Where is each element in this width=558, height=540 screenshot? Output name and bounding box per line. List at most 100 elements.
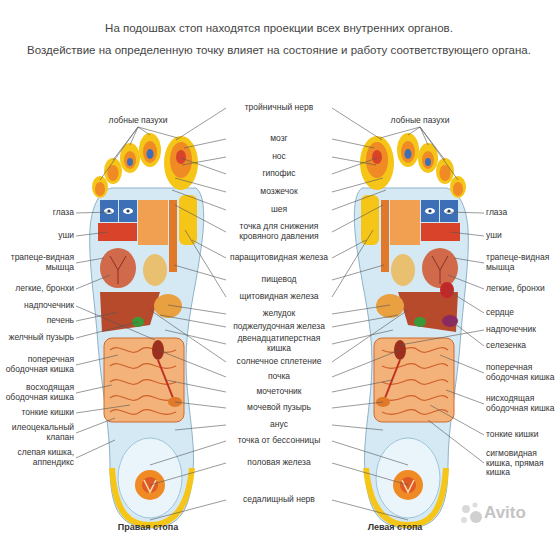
leader-line bbox=[332, 441, 408, 465]
organ-label: пищевод bbox=[229, 275, 329, 285]
leader-line bbox=[138, 127, 150, 135]
organ-label: двенадцатиперстная кишка bbox=[229, 334, 329, 353]
leader-line bbox=[76, 275, 110, 289]
ear-zone bbox=[98, 223, 137, 241]
toe bbox=[92, 176, 108, 198]
watermark-logo bbox=[470, 511, 482, 523]
watermark-logo bbox=[473, 503, 478, 508]
leader-line bbox=[76, 322, 138, 338]
toe-zone bbox=[95, 182, 105, 196]
leader-line bbox=[450, 320, 484, 346]
organ-label: глаза bbox=[2, 208, 74, 218]
organ-label: мозжечок bbox=[229, 187, 329, 197]
foot-illustration bbox=[90, 133, 204, 528]
organ-label: надпочечник bbox=[486, 325, 556, 335]
eye-zone bbox=[100, 200, 118, 222]
ureter-zone bbox=[158, 360, 173, 398]
foot-caption: Левая стопа bbox=[345, 522, 445, 532]
organ-label: гипофис bbox=[229, 169, 329, 179]
organ-label: селезенка bbox=[486, 341, 556, 351]
leader-line bbox=[138, 127, 178, 138]
leader-line bbox=[175, 178, 226, 192]
foot-sole bbox=[90, 188, 204, 528]
organ-label: трапеце-видная мышца bbox=[2, 253, 74, 272]
watermark-logo bbox=[462, 505, 470, 513]
organ-label: мочевой пузырь bbox=[229, 403, 329, 413]
leader-line bbox=[76, 355, 118, 365]
leader-line bbox=[175, 205, 226, 232]
leader-line bbox=[440, 355, 484, 373]
eye-zone bbox=[119, 200, 137, 222]
leader-line bbox=[380, 127, 420, 138]
organ-label: солнечное сплетение bbox=[229, 357, 329, 367]
leader-line bbox=[113, 127, 138, 160]
title: На подошвах стоп находятся проекции всех… bbox=[9, 22, 549, 35]
eye-mark bbox=[123, 208, 133, 214]
leader-line bbox=[447, 290, 484, 313]
leader-line bbox=[332, 240, 366, 258]
leader-line bbox=[332, 310, 408, 362]
leader-line bbox=[175, 425, 226, 430]
organ-label: печень bbox=[2, 316, 74, 326]
organ-label: тонкие кишки bbox=[2, 408, 74, 418]
leader-line bbox=[420, 127, 445, 160]
organ-label: глаза bbox=[486, 208, 556, 218]
organ-label: легкие, бронхи bbox=[2, 284, 74, 294]
leader-line bbox=[172, 190, 226, 210]
lung-detail bbox=[110, 256, 126, 284]
organ-label: сердце bbox=[486, 308, 556, 318]
leader-line bbox=[176, 108, 226, 140]
organ-label: поджелудочная железа bbox=[229, 322, 329, 332]
organ-label: тонкие кишки bbox=[486, 430, 556, 440]
leader-line bbox=[332, 205, 383, 232]
watermark-logo bbox=[461, 517, 467, 523]
thyroid-zone bbox=[179, 195, 197, 245]
organ-label: шея bbox=[229, 205, 329, 215]
organ-label: щитовидная железа bbox=[229, 292, 329, 302]
heel-zone bbox=[118, 438, 182, 518]
toe-zone bbox=[147, 149, 154, 159]
foot-illustration bbox=[354, 133, 468, 528]
organ-label: уши bbox=[486, 231, 556, 241]
organ-label: легкие, бронхи bbox=[486, 284, 556, 294]
organ-label: поперечная ободочная кишка bbox=[2, 355, 74, 374]
leader-line bbox=[76, 405, 130, 413]
leader-line bbox=[332, 139, 374, 148]
leader-line bbox=[76, 258, 104, 263]
lung-zone bbox=[100, 248, 136, 288]
leader-line bbox=[332, 425, 383, 430]
spleen-zone bbox=[442, 315, 458, 327]
leader-line bbox=[408, 127, 420, 135]
leader-line bbox=[332, 350, 400, 377]
leader-lines bbox=[76, 108, 484, 520]
leader-line bbox=[76, 212, 112, 213]
leader-line bbox=[420, 127, 428, 145]
eye-mark bbox=[104, 208, 114, 214]
leader-line bbox=[400, 330, 484, 345]
organ-label: точка для снижения кровяного давления bbox=[229, 222, 329, 241]
leader-line bbox=[332, 463, 408, 485]
leader-line bbox=[158, 350, 226, 377]
gland-detail bbox=[144, 480, 156, 492]
leader-line bbox=[192, 240, 226, 258]
leader-line bbox=[430, 405, 484, 435]
leader-line bbox=[446, 390, 484, 404]
leader-line bbox=[76, 418, 115, 433]
leader-line bbox=[181, 158, 226, 174]
organ-label: лобные пазухи bbox=[380, 116, 460, 126]
leader-line bbox=[184, 139, 226, 148]
leader-line bbox=[332, 500, 408, 520]
esophagus-zone bbox=[169, 200, 177, 272]
leader-line bbox=[160, 315, 226, 327]
leader-line bbox=[175, 402, 226, 408]
organ-label: нисходящая ободочная кишка bbox=[486, 394, 556, 413]
leader-line bbox=[448, 275, 484, 289]
organ-label: желчный пузырь bbox=[2, 333, 74, 343]
leader-line bbox=[446, 212, 484, 213]
organ-label: тройничный нерв bbox=[229, 103, 329, 113]
leader-line bbox=[150, 500, 226, 520]
chest-zone bbox=[143, 254, 167, 286]
leader-line bbox=[168, 305, 226, 314]
toe-zone bbox=[143, 141, 157, 163]
